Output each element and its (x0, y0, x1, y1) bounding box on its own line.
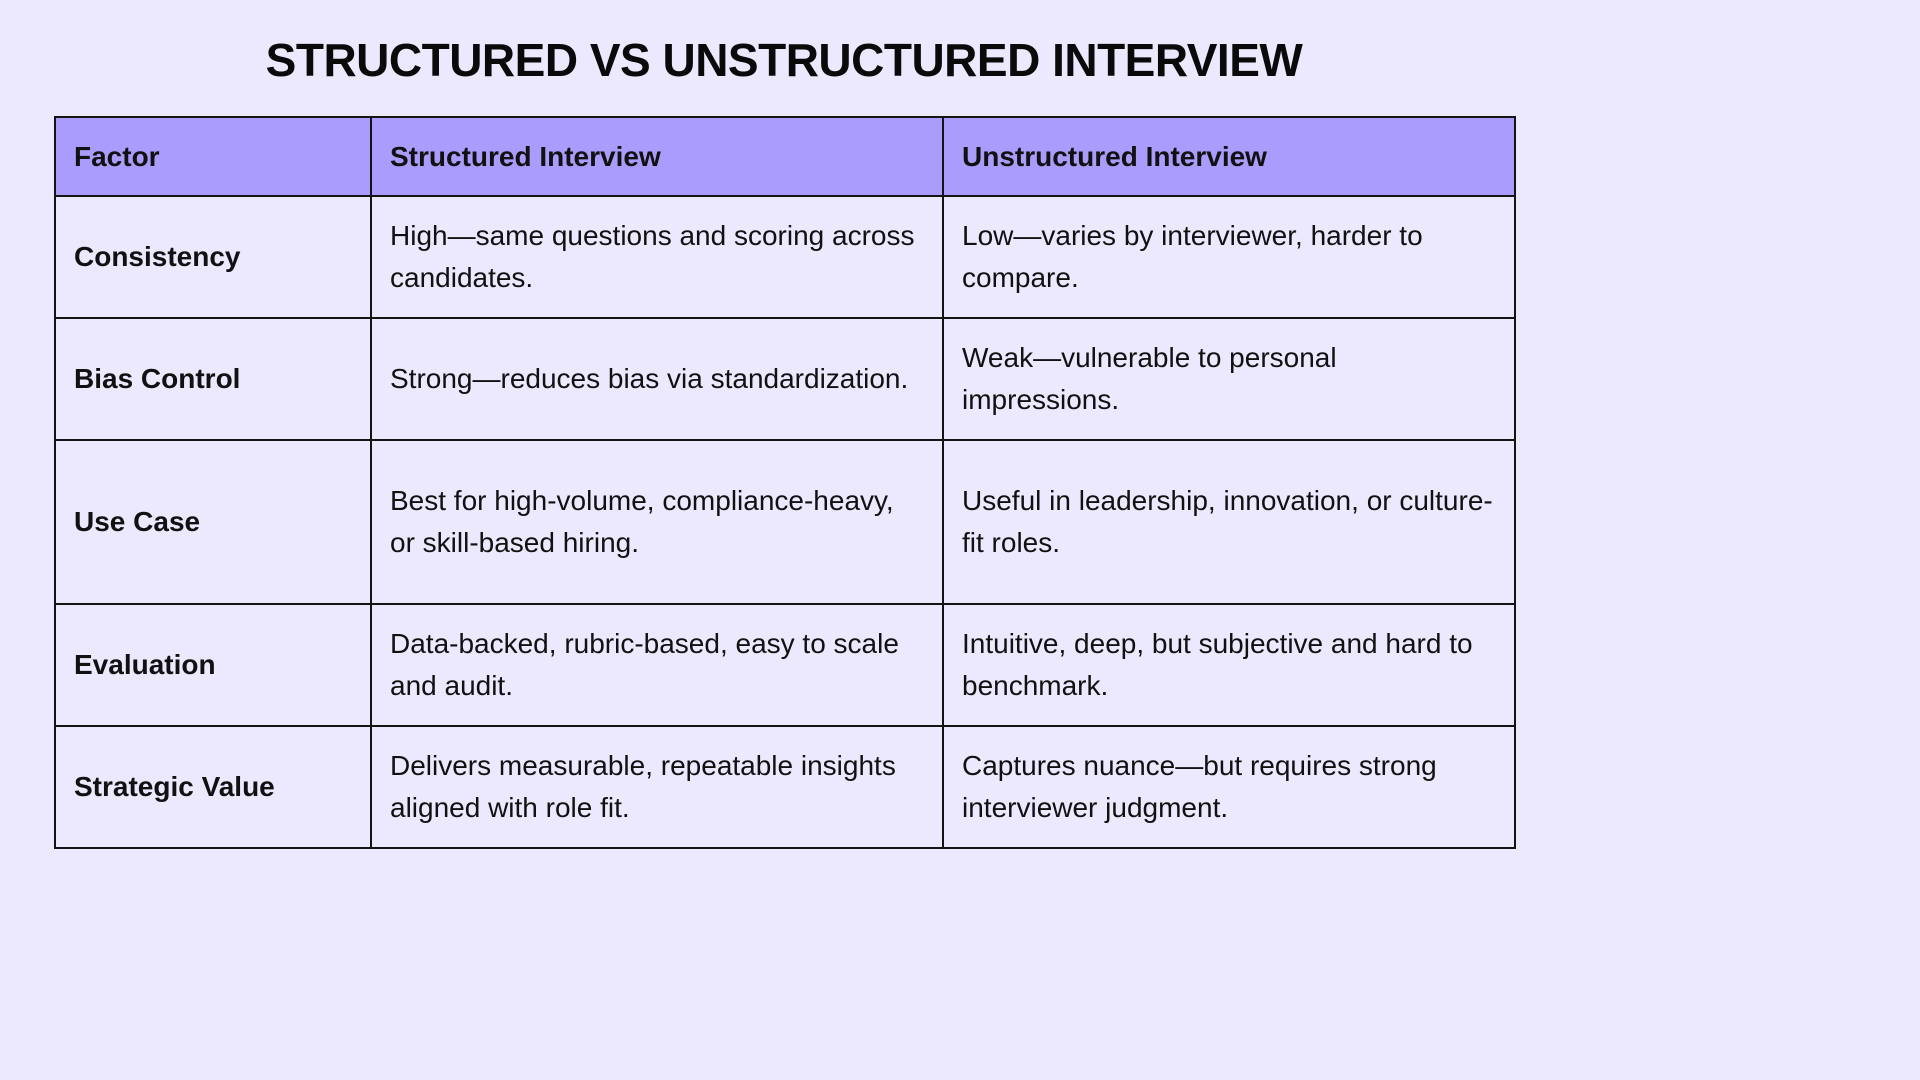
comparison-table: Factor Structured Interview Unstructured… (54, 116, 1516, 849)
table-header: Factor Structured Interview Unstructured… (54, 116, 1516, 197)
table-row-evaluation: Evaluation Data-backed, rubric-based, ea… (54, 603, 1516, 727)
table-row-use-case: Use Case Best for high-volume, complianc… (54, 439, 1516, 605)
factor-cell: Use Case (54, 439, 372, 605)
unstructured-cell: Weak—vulnerable to personal impressions. (942, 317, 1516, 441)
structured-cell: Data-backed, rubric-based, easy to scale… (370, 603, 944, 727)
structured-cell: Best for high-volume, compliance-heavy, … (370, 439, 944, 605)
factor-cell: Evaluation (54, 603, 372, 727)
factor-cell: Consistency (54, 195, 372, 319)
unstructured-cell: Low—varies by interviewer, harder to com… (942, 195, 1516, 319)
structured-cell: Delivers measurable, repeatable insights… (370, 725, 944, 849)
page-title: STRUCTURED VS UNSTRUCTURED INTERVIEW (265, 34, 1303, 86)
table-row-consistency: Consistency High—same questions and scor… (54, 195, 1516, 319)
structured-cell: High—same questions and scoring across c… (370, 195, 944, 319)
table-row-bias-control: Bias Control Strong—reduces bias via sta… (54, 317, 1516, 441)
header-row: Factor Structured Interview Unstructured… (54, 116, 1516, 197)
unstructured-cell: Useful in leadership, innovation, or cul… (942, 439, 1516, 605)
table-row-strategic-value: Strategic Value Delivers measurable, rep… (54, 725, 1516, 849)
column-header-structured: Structured Interview (370, 116, 944, 197)
table-body: Consistency High—same questions and scor… (54, 195, 1516, 849)
factor-cell: Strategic Value (54, 725, 372, 849)
structured-cell: Strong—reduces bias via standardization. (370, 317, 944, 441)
unstructured-cell: Intuitive, deep, but subjective and hard… (942, 603, 1516, 727)
column-header-unstructured: Unstructured Interview (942, 116, 1516, 197)
column-header-factor: Factor (54, 116, 372, 197)
unstructured-cell: Captures nuance—but requires strong inte… (942, 725, 1516, 849)
factor-cell: Bias Control (54, 317, 372, 441)
